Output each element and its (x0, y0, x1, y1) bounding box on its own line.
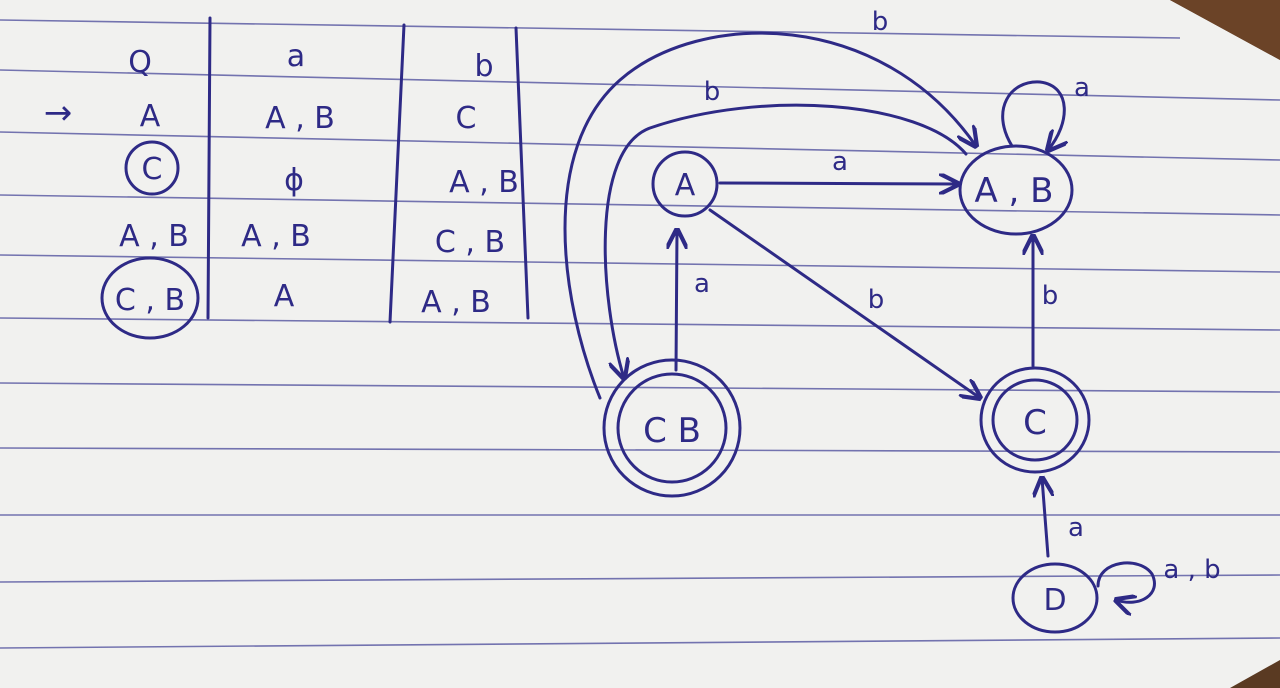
svg-text:A , B: A , B (974, 171, 1053, 211)
edge-cb-to-a (676, 230, 677, 372)
state-a: A (651, 150, 719, 218)
table-row-2-state: C (142, 152, 163, 187)
final-state-ring-cb (100, 256, 200, 340)
edge-label-c-to-ab: b (1042, 281, 1059, 311)
edge-d-to-c (1042, 478, 1048, 558)
transition-table: Q a b → A A , B C C ϕ A , B A , B A , B … (44, 16, 530, 340)
edge-label-cb-to-a: a (694, 269, 710, 299)
table-row-3-state: A , B (119, 219, 189, 254)
table-row-1-a: A , B (265, 101, 335, 136)
edge-label-d-self: a , b (1163, 555, 1220, 585)
table-divider-2 (388, 23, 406, 324)
state-c: C (979, 366, 1091, 474)
svg-text:C: C (1023, 403, 1047, 443)
svg-text:C B: C B (643, 411, 701, 451)
edge-label-cb-to-ab-outer: b (872, 7, 889, 37)
final-state-ring-c (124, 140, 180, 196)
edge-label-ab-self: a (1074, 73, 1090, 103)
state-d: D (1011, 562, 1099, 634)
edge-a-to-c (708, 208, 980, 398)
start-arrow: → (44, 93, 73, 133)
edge-label-a-to-c: b (868, 285, 885, 315)
table-divider-3 (514, 26, 530, 320)
table-header-b: b (474, 49, 493, 84)
table-row-3-a: A , B (241, 219, 311, 254)
table-row-1-b: C (456, 101, 477, 136)
table-row-4-b: A , B (421, 285, 491, 320)
table-row-1-state: A (140, 99, 161, 134)
wood-edge (1170, 0, 1280, 60)
edge-d-self-loop (1096, 561, 1156, 602)
table-header-a: a (287, 39, 305, 74)
state-diagram: A A , B C B C D a a a b b (563, 7, 1221, 634)
svg-text:A: A (675, 168, 696, 203)
edge-cb-to-ab-outer (563, 31, 976, 400)
table-row-3-b: C , B (435, 225, 505, 260)
edge-a-to-ab (718, 183, 958, 184)
table-divider-1 (206, 16, 212, 320)
edge-ab-self-loop (1001, 80, 1065, 150)
edge-label-a-to-ab: a (832, 147, 848, 177)
edge-ab-to-cb-inner (603, 103, 968, 378)
svg-text:D: D (1043, 583, 1066, 618)
edge-label-ab-to-cb-inner: b (704, 77, 721, 107)
table-row-4-a: A (274, 279, 295, 314)
table-header-state: Q (128, 45, 152, 80)
table-row-2-a: ϕ (284, 163, 304, 198)
state-cb: C B (602, 358, 742, 498)
edge-label-d-to-c: a (1068, 513, 1084, 543)
table-row-2-b: A , B (449, 165, 519, 200)
state-ab: A , B (958, 144, 1074, 236)
table-row-4-state: C , B (115, 283, 185, 318)
